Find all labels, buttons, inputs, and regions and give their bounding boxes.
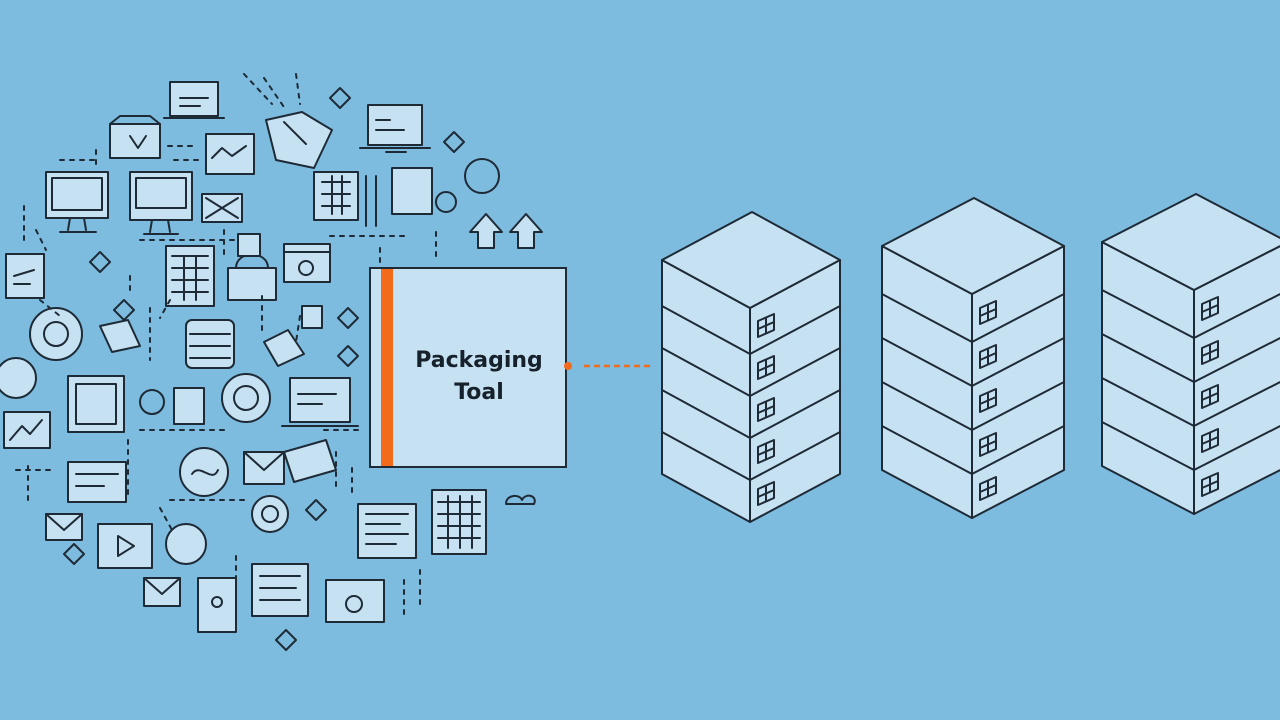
server-unit <box>661 211 841 355</box>
cloud-icon <box>505 494 536 505</box>
port-icon-detail <box>979 393 997 408</box>
packaging-tool-label: Packaging Toal <box>393 345 565 409</box>
port-icon-detail <box>1201 433 1219 448</box>
connector-arrow <box>564 362 650 370</box>
monitor-icon <box>129 171 193 235</box>
document-icon <box>283 439 337 483</box>
play-video-icon <box>97 523 153 569</box>
document-icon <box>301 305 323 329</box>
port-icon-detail <box>757 486 775 501</box>
port-icon-detail <box>1201 477 1219 492</box>
server-unit-top-face <box>881 197 1065 295</box>
lock-icon <box>251 563 309 617</box>
server-unit <box>1101 193 1280 339</box>
gear-icon <box>464 158 500 194</box>
tool-label-line2: Toal <box>454 380 504 405</box>
camera-icon <box>391 167 457 215</box>
server-stack-2 <box>881 197 1065 519</box>
document-icon <box>173 387 205 425</box>
port-icon-detail <box>757 360 775 375</box>
document-icon <box>67 461 127 503</box>
gear-icon <box>251 495 289 533</box>
document-icon <box>99 319 141 353</box>
server-stack-3 <box>1101 193 1280 515</box>
decorative-dashes <box>15 73 437 621</box>
server-stack-1 <box>661 211 841 523</box>
document-icon <box>263 329 305 367</box>
gear-icon <box>221 373 271 423</box>
gear-icon <box>165 523 207 565</box>
calculator-icon <box>165 245 215 307</box>
laptop-icon <box>281 377 359 427</box>
laptop-icon <box>359 104 431 153</box>
server-unit-top-face <box>1101 193 1280 291</box>
envelope-icon <box>143 577 181 607</box>
port-icon-detail <box>979 349 997 364</box>
gear-icon <box>29 307 83 361</box>
camera-icon <box>185 319 235 369</box>
connector-dot <box>564 362 572 370</box>
arrow-up-icon <box>509 213 543 249</box>
document-icon <box>357 503 417 559</box>
folder-icon <box>109 115 161 159</box>
server-unit <box>881 197 1065 343</box>
port-icon-detail <box>1201 301 1219 316</box>
document-icon <box>205 133 255 175</box>
arrow-up-icon <box>469 213 503 249</box>
gear-icon <box>0 357 37 399</box>
document-icon <box>3 411 51 449</box>
folder-icon <box>325 579 385 623</box>
laptop-icon <box>163 81 225 119</box>
port-icon-detail <box>979 305 997 320</box>
packaging-tool-box: Packaging Toal <box>369 267 567 468</box>
gear-icon <box>179 447 229 497</box>
calculator-icon <box>313 171 377 227</box>
tool-label-line1: Packaging <box>415 348 543 373</box>
monitor-icon <box>45 171 109 233</box>
server-unit-top-face <box>661 211 841 309</box>
port-icon-detail <box>757 318 775 333</box>
port-icon-detail <box>979 437 997 452</box>
icon-cloud <box>0 73 543 651</box>
port-icon-detail <box>1201 345 1219 360</box>
gear-icon <box>139 389 165 415</box>
document-icon <box>67 375 125 433</box>
port-icon-detail <box>979 481 997 496</box>
document-icon <box>265 111 333 169</box>
document-icon <box>237 233 261 257</box>
document-icon <box>201 193 243 223</box>
port-icon-detail <box>757 402 775 417</box>
port-icon-detail <box>1201 389 1219 404</box>
envelope-icon <box>45 513 83 541</box>
document-icon <box>5 253 45 299</box>
document-icon <box>283 243 331 283</box>
port-icon-detail <box>757 444 775 459</box>
envelope-icon <box>243 451 285 485</box>
calendar-icon <box>431 489 487 555</box>
accent-stripe <box>381 269 393 466</box>
